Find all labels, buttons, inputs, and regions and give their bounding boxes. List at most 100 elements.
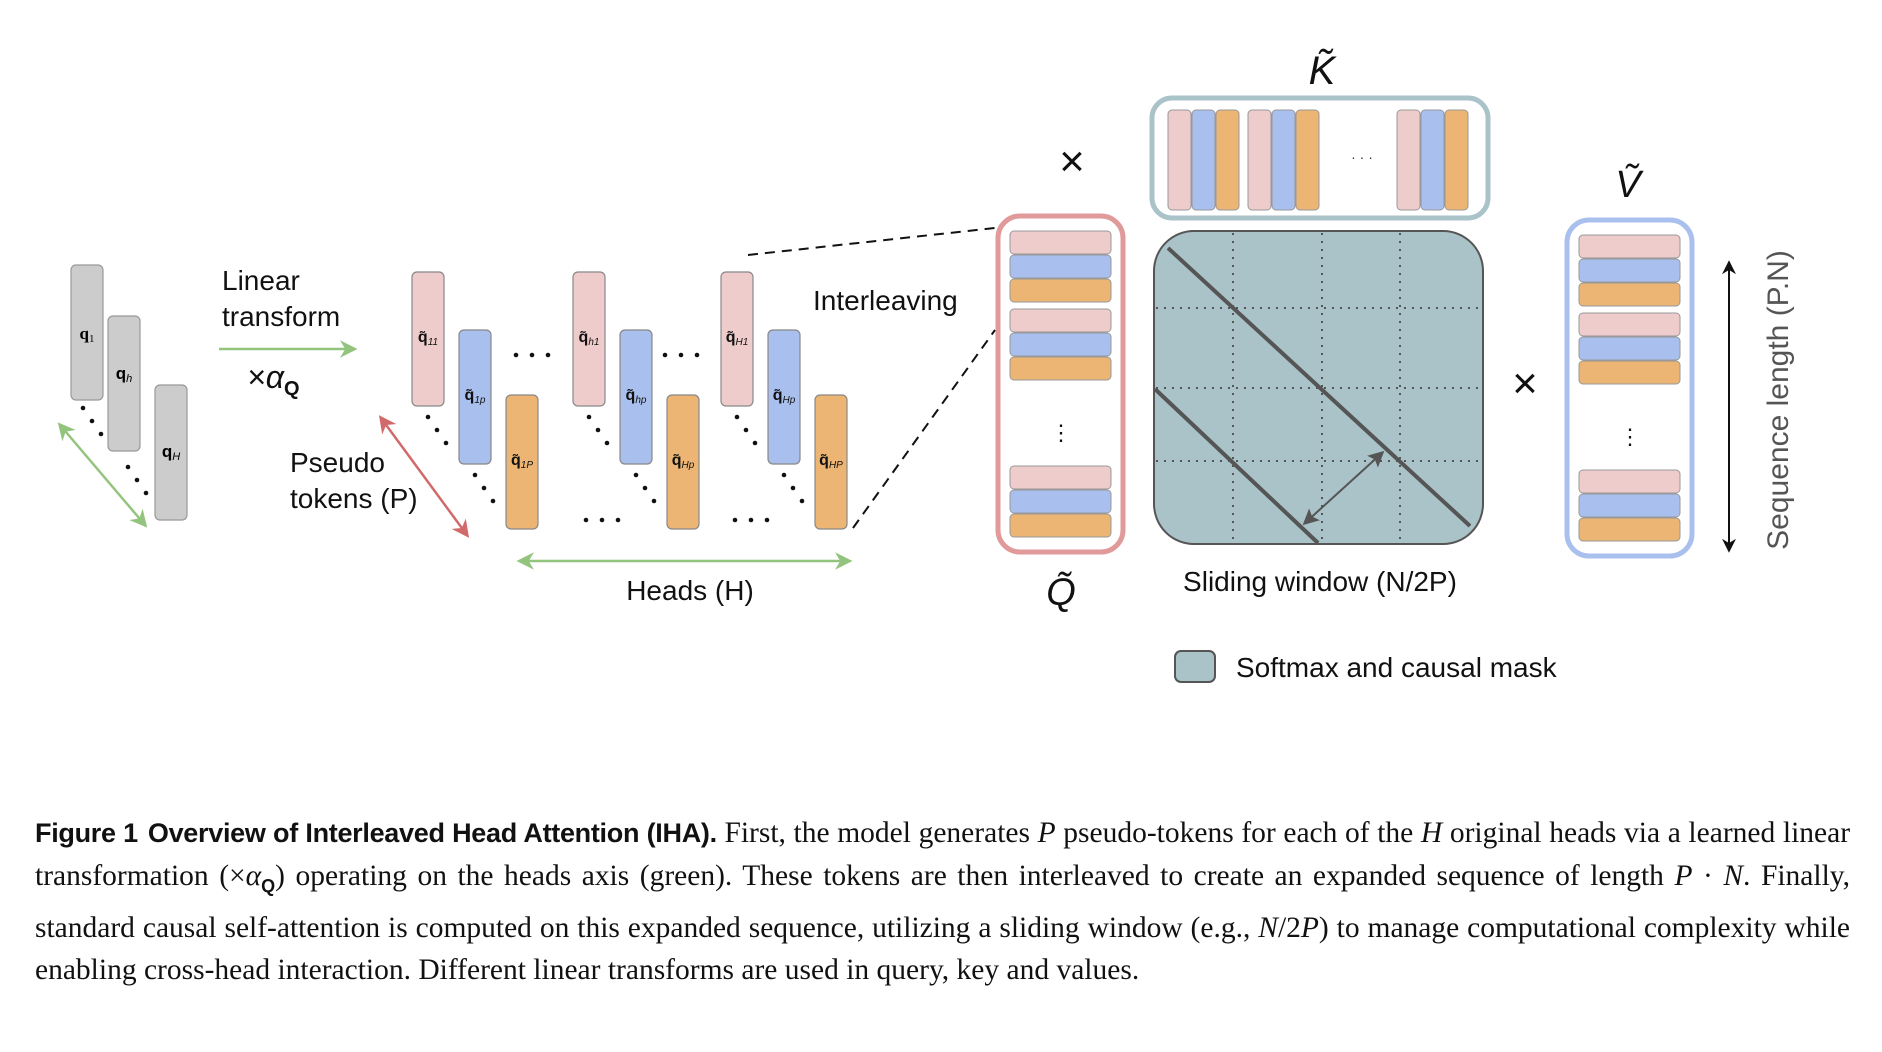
pseudo-token-pink (411, 271, 445, 407)
pseudo-token-orange (814, 394, 848, 530)
token-dot (425, 414, 431, 420)
interleaving-dashed-top (747, 227, 996, 256)
key-strip-orange (1215, 109, 1240, 211)
pseudo-token-label: q̃1p (465, 387, 486, 406)
head-qh (107, 315, 141, 452)
group-ellipses (513, 352, 770, 523)
sequence-length-label: Sequence length (P.N) (1762, 250, 1795, 550)
token-dot (651, 498, 657, 504)
sequence-strip-orange (1009, 278, 1112, 303)
times-q-k: × (1059, 137, 1085, 186)
mask-diagonal-upper (1166, 246, 1472, 528)
v-tilde-matrix: Ṽ ⋮ (1564, 163, 1695, 559)
iha-diagram: q1 qh qH Linear transform ×αQ Pseudo tok… (57, 48, 1795, 683)
pseudo-token-label: q̃1P (511, 452, 533, 471)
token-group: q̃11 q̃1p q̃1P (411, 271, 539, 530)
q-tilde-vdots: ⋮ (1050, 420, 1072, 445)
k-tilde-ellipsis: · · · (1351, 149, 1373, 165)
token-dot (595, 427, 601, 433)
pseudo-token-blue (458, 329, 492, 465)
head-qH (154, 384, 188, 521)
linear-transform-line1: Linear (222, 265, 300, 296)
pseudo-token-label: q̃h1 (579, 329, 600, 348)
interleaving-dashed-bottom (852, 329, 996, 529)
token-dot (752, 440, 758, 446)
pseudo-token-label: q̃Hp (672, 452, 695, 471)
figure-title: Overview of Interleaved Head Attention (… (147, 818, 717, 848)
key-strip-orange (1444, 109, 1469, 211)
token-dot (472, 472, 478, 478)
legend-label: Softmax and causal mask (1236, 652, 1558, 683)
figure-caption-body: First, the model generates P pseudo-toke… (35, 817, 1851, 987)
sequence-strip-blue (1009, 254, 1112, 279)
legend-swatch (1174, 650, 1216, 683)
k-tilde-matrix: K̃ · · · (1149, 48, 1491, 221)
pseudo-token-label: q̃HP (819, 452, 843, 471)
k-tilde-label: K̃ (1309, 48, 1338, 93)
sequence-strip-pink (1578, 234, 1681, 259)
linear-transform-line2: transform (222, 301, 340, 332)
token-dot (434, 427, 440, 433)
head-q1 (70, 264, 104, 401)
pseudo-token-label: q̃hp (626, 387, 647, 406)
head-qh-label: qh (116, 364, 133, 385)
token-dot (781, 472, 787, 478)
heads-axis-label: Heads (H) (626, 575, 754, 606)
key-strip-blue (1271, 109, 1296, 211)
input-heads: q1 qh qH (57, 264, 188, 528)
pseudo-tokens-annotation: Pseudo tokens (P) (290, 415, 470, 538)
k-tilde-strips (1167, 109, 1469, 211)
mask-diagonal-lower (1153, 387, 1320, 545)
sequence-strip-pink (1578, 469, 1681, 494)
sequence-strip-pink (1009, 465, 1112, 490)
pseudo-tokens-line2: tokens (P) (290, 483, 418, 514)
pseudo-tokens-line1: Pseudo (290, 447, 385, 478)
sequence-strip-pink (1578, 312, 1681, 337)
q-tilde-matrix: ⋮ Q̃ (995, 213, 1126, 614)
heads-axis-arrow-green (57, 422, 148, 528)
head-qH-label: qH (162, 442, 180, 463)
token-group: q̃H1 q̃Hp q̃HP (720, 271, 848, 530)
token-dot (734, 414, 740, 420)
token-dot (481, 485, 487, 491)
figure-number: Figure 1 (35, 818, 138, 848)
pseudo-token-label: q̃11 (418, 329, 438, 348)
key-strip-orange (1295, 109, 1320, 211)
sequence-strip-orange (1578, 360, 1681, 385)
token-dot (604, 440, 610, 446)
q-tilde-strips (1009, 230, 1112, 538)
v-tilde-vdots: ⋮ (1619, 424, 1641, 449)
pseudo-token-label: q̃H1 (726, 329, 749, 348)
pseudo-token-pink (572, 271, 606, 407)
token-dot (790, 485, 796, 491)
pseudo-token-orange (666, 394, 700, 530)
figure-caption: Figure 1 Overview of Interleaved Head Att… (35, 812, 1850, 992)
token-dot (443, 440, 449, 446)
sequence-strip-blue (1009, 489, 1112, 514)
key-strip-pink (1167, 109, 1192, 211)
attention-mask: Sliding window (N/2P) (1153, 230, 1484, 597)
token-dot (490, 498, 496, 504)
pseudo-token-label: q̃Hp (773, 387, 796, 406)
sequence-strip-orange (1578, 517, 1681, 542)
key-strip-pink (1396, 109, 1421, 211)
linear-transform: Linear transform ×αQ (219, 265, 358, 400)
q-tilde-label: Q̃ (1046, 571, 1076, 614)
token-dot (586, 414, 592, 420)
key-strip-pink (1247, 109, 1272, 211)
token-dot (642, 485, 648, 491)
times-mask-v: × (1512, 359, 1538, 408)
v-tilde-strips (1578, 234, 1681, 542)
sliding-window-label: Sliding window (N/2P) (1183, 566, 1457, 597)
v-tilde-label: Ṽ (1615, 163, 1644, 206)
sequence-strip-orange (1009, 356, 1112, 381)
token-group: q̃h1 q̃hp q̃Hp (572, 271, 700, 530)
key-strip-blue (1420, 109, 1445, 211)
sequence-strip-orange (1009, 513, 1112, 538)
alpha-q-operator: ×αQ (247, 359, 300, 400)
sequence-strip-pink (1009, 308, 1112, 333)
head-q1-label: q1 (80, 324, 95, 345)
sequence-strip-orange (1578, 282, 1681, 307)
sliding-window-arrow (1302, 450, 1385, 526)
interleaving-label: Interleaving (813, 285, 958, 316)
